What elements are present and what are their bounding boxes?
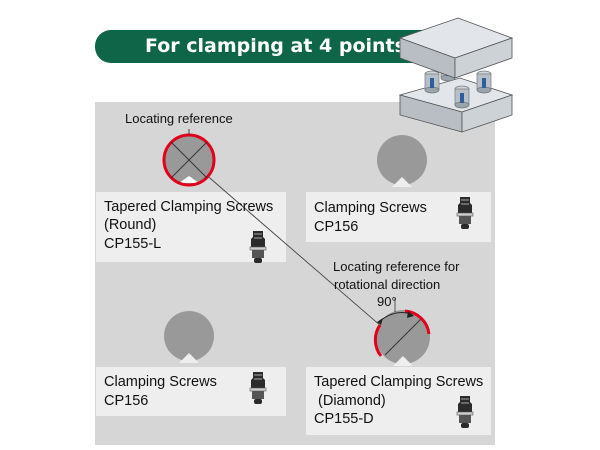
bottom-left-title: Clamping Screws bbox=[104, 374, 217, 390]
angle-label: 90° bbox=[377, 294, 397, 309]
top-left-model: CP155-L bbox=[104, 236, 162, 252]
bottom-right-subtitle: (Diamond) bbox=[314, 393, 386, 409]
bottom-right-model: CP155-D bbox=[314, 411, 374, 427]
top-left-title: Tapered Clamping Screws bbox=[104, 199, 274, 215]
screw-icon bbox=[249, 371, 267, 405]
clamping-marker-bottom-left bbox=[164, 311, 214, 363]
bottom-left-model: CP156 bbox=[104, 393, 149, 409]
clamping-marker-top-right bbox=[377, 135, 427, 187]
plate-assembly-illustration bbox=[398, 17, 514, 133]
diamond-locating-marker bbox=[373, 309, 431, 366]
top-left-subtitle: (Round) bbox=[104, 217, 157, 233]
screw-icon bbox=[456, 196, 474, 230]
rotational-reference-label-line1: Locating reference for bbox=[333, 259, 460, 274]
screw-icon bbox=[249, 230, 267, 264]
bottom-right-title: Tapered Clamping Screws bbox=[314, 374, 484, 390]
locating-reference-label: Locating reference bbox=[125, 111, 233, 126]
top-right-model: CP156 bbox=[314, 219, 359, 235]
diagonal-line bbox=[188, 159, 405, 347]
screw-icon bbox=[456, 395, 474, 429]
round-locating-marker bbox=[162, 129, 216, 187]
top-right-title: Clamping Screws bbox=[314, 200, 427, 216]
rotational-reference-label-line2: rotational direction bbox=[334, 277, 441, 292]
